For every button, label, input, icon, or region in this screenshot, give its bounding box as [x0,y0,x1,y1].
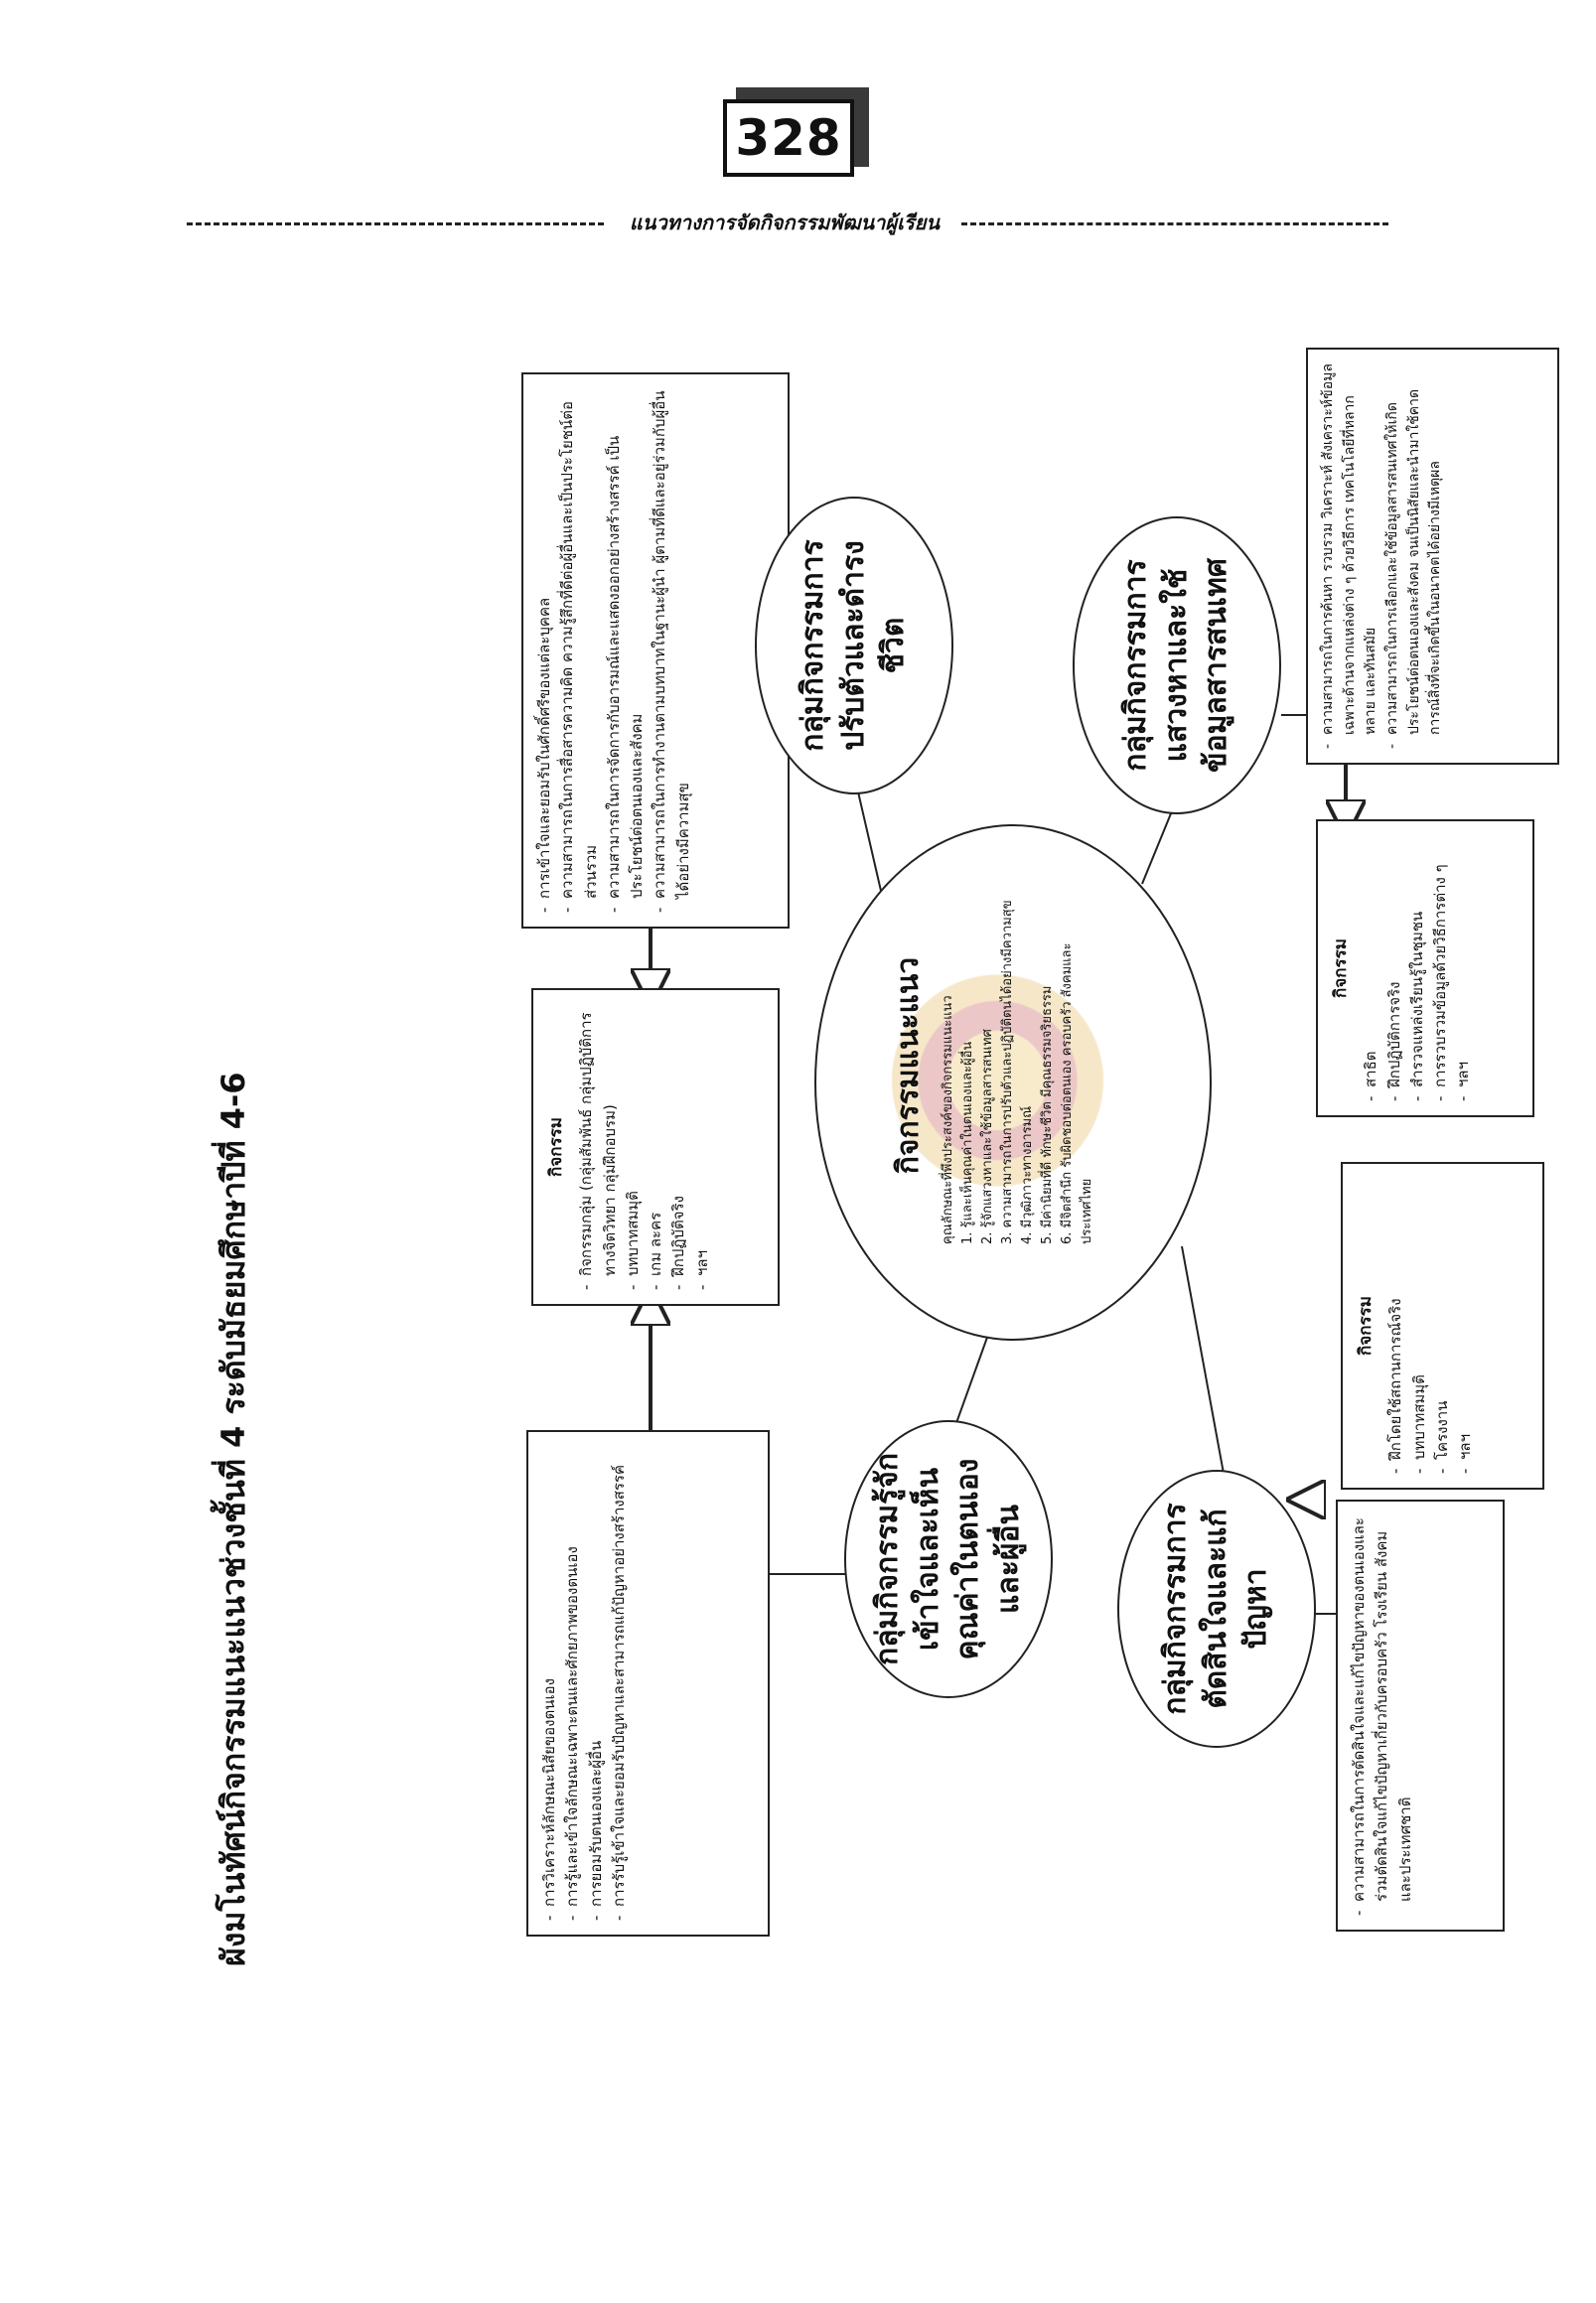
center-item: 1. รู้และเห็นคุณค่าในตนเองและผู้อื่น [959,1041,975,1244]
activity-item: กิจกรรมกลุ่ม (กลุ่มสัมพันธ์ กลุ่มปฏิบัติ… [575,1004,622,1290]
activity-item: โครงงาน [1431,1178,1454,1474]
center-item: 6. มีจิตสำนึก รับผิดชอบต่อตนเอง ครอบครัว… [1060,942,1095,1244]
objective-item: การยอมรับตนเองและผู้อื่น [585,1446,608,1921]
header-rule-left [187,222,604,225]
center-content: กิจกรรมแนะแนว คุณลักษณะที่พึงประสงค์ของก… [886,887,1098,1244]
objective-item: ความสามารถในการตัดสินใจและแก้ไขปัญหาของต… [1348,1515,1417,1916]
group-self-ellipse: กลุ่มกิจกรรมรู้จักเข้าใจและเห็นคุณค่าในต… [844,1420,1053,1698]
activity-item: สำรวจแหล่งเรียนรู้ในชุมชน [1406,835,1429,1101]
activities-decide-box: กิจกรรม ฝึกโดยใช้สถานการณ์จริง บทบาทสมมุ… [1341,1162,1544,1490]
activities-title: กิจกรรม [1356,1296,1376,1357]
center-intro: คุณลักษณะที่พึงประสงค์ของกิจกรรมแนะแนว [940,995,955,1244]
objective-item: ความสามารถในการค้นหา รวบรวม วิเคราะห์ สั… [1318,363,1382,749]
activity-item: บทบาทสมมุติ [622,1004,645,1290]
header-rule-right [961,222,1388,225]
activity-item: ฝึกโดยใช้สถานการณ์จริง [1384,1178,1407,1474]
objective-item: การรู้และเข้าใจลักษณะเฉพาะตนและศักยภาพขอ… [561,1446,584,1921]
objective-item: ความสามารถในการทำงานตามบทบาทในฐานะผู้นำ … [649,388,695,913]
connector-center-adjust [853,774,885,905]
page-number: 328 [723,99,854,177]
objectives-info-box: ความสามารถในการค้นหา รวบรวม วิเคราะห์ สั… [1306,348,1559,765]
activity-item: เกม ละคร [645,1004,667,1290]
activities-adjust-box: กิจกรรม กิจกรรมกลุ่ม (กลุ่มสัมพันธ์ กลุ่… [531,988,780,1306]
objective-item: ความสามารถในการเลือกและใช้ข้อมูลสารสนเทศ… [1382,363,1447,749]
activity-item: ฯลฯ [1452,835,1475,1101]
activity-item: บทบาทสมมุติ [1408,1178,1431,1474]
center-item: 4. มีวุฒิภาวะทางอารมณ์ [1020,1105,1036,1244]
group-adjust-ellipse: กลุ่มกิจกรรมการปรับตัวและดำรงชีวิต [755,497,953,794]
objectives-decide-box: ความสามารถในการตัดสินใจและแก้ไขปัญหาของต… [1336,1500,1505,1932]
objective-item: การเข้าใจและยอมรับในศักดิ์ศรีของแต่ละบุค… [533,388,556,913]
activity-item: การรวบรวมข้อมูลด้วยวิธีการต่าง ๆ [1429,835,1452,1101]
activity-item: ฯลฯ [691,1004,714,1290]
center-title: กิจกรรมแนะแนว [891,956,926,1175]
center-item: 3. ความสามารถในการปรับตัวและปฏิบัติตนได้… [999,900,1015,1244]
group-info-ellipse: กลุ่มกิจกรรมการแสวงหาและใช้ข้อมูลสารสนเท… [1073,516,1281,814]
activity-item: ฝึกปฏิบัติจริง [667,1004,690,1290]
group-decide-ellipse: กลุ่มกิจกรรมการตัดสินใจและแก้ปัญหา [1117,1470,1316,1748]
activity-item: ฯลฯ [1454,1178,1477,1474]
concept-map: ผังมโนทัศน์กิจกรรมแนะแนวช่วงชั้นที่ 4 ระ… [199,298,1559,1966]
activities-title: กิจกรรม [1331,938,1351,999]
connector-center-decide [1181,1245,1228,1491]
center-item: 5. มีค่านิยมที่ดี ทักษะชีวิต มีคุณธรรมจร… [1040,985,1056,1245]
objectives-self-box: การวิเคราะห์ลักษณะนิสัยของตนเอง การรู้แล… [526,1430,770,1937]
objective-item: ความสามารถในการจัดการกับอารมณ์และแสดงออก… [603,388,650,913]
diagram-title: ผังมโนทัศน์กิจกรรมแนะแนวช่วงชั้นที่ 4 ระ… [215,1072,252,1966]
activity-item: ฝึกปฏิบัติการจริง [1383,835,1406,1101]
activities-info-box: กิจกรรม สาธิต ฝึกปฏิบัติการจริง สำรวจแหล… [1316,819,1534,1117]
connector-layer [199,714,1430,1615]
objectives-adjust-box: การเข้าใจและยอมรับในศักดิ์ศรีของแต่ละบุค… [521,372,790,929]
objective-item: ความสามารถในการสื่อสารความคิด ความรู้สึก… [556,388,603,913]
objective-item: การรับรู้เข้าใจและยอมรับปัญหาและสามารถแก… [608,1446,631,1921]
activity-item: สาธิต [1360,835,1382,1101]
center-item: 2. รู้จักแสวงหาและใช้ข้อมูลสารสนเทศ [979,1029,995,1244]
activities-title: กิจกรรม [546,1117,566,1178]
center-ellipse: กิจกรรมแนะแนว คุณลักษณะที่พึงประสงค์ของก… [814,824,1212,1341]
objective-item: การวิเคราะห์ลักษณะนิสัยของตนเอง [538,1446,561,1921]
running-title: แนวทางการจัดกิจกรรมพัฒนาผู้เรียน [629,211,941,234]
